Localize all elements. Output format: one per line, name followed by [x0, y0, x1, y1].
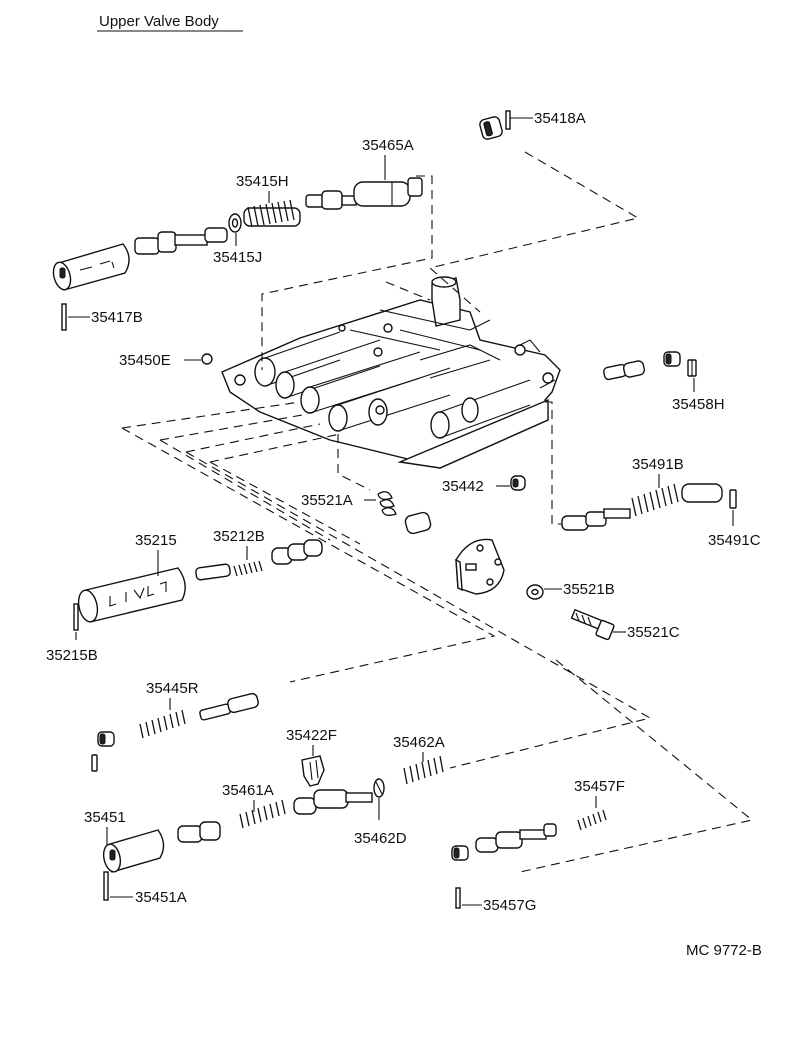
clip-35422F: [301, 755, 325, 787]
valve-35457F: [475, 823, 557, 853]
spring-35462A: [403, 755, 444, 785]
diagram-title: Upper Valve Body: [99, 13, 219, 30]
label-35461A: 35461A: [222, 782, 274, 799]
pin-35491C: [729, 489, 737, 509]
pin-35458H: [687, 359, 697, 377]
sleeve-35215: [77, 567, 186, 623]
plug-35418A: [479, 116, 503, 140]
valve-35461A: [239, 789, 373, 829]
plunger-35521A: [404, 511, 432, 535]
label-35491B: 35491B: [632, 456, 684, 473]
plug-35457F: [451, 845, 469, 861]
label-35445R: 35445R: [146, 680, 199, 697]
figure-code: MC 9772-B: [686, 942, 762, 959]
sleeve-upper-left: [52, 243, 130, 291]
plug-upper-right: [663, 351, 681, 367]
valve-35212B: [195, 539, 323, 581]
label-35462A: 35462A: [393, 734, 445, 751]
washer-35521B: [526, 584, 544, 600]
valve-35491B: [561, 483, 723, 531]
washer-35415J: [228, 213, 242, 233]
retainer-35462D: [373, 778, 385, 798]
label-35415J: 35415J: [213, 249, 262, 266]
label-35422F: 35422F: [286, 727, 337, 744]
check-ball-35450E: [201, 353, 213, 365]
label-35491C: 35491C: [708, 532, 761, 549]
pin-35451A: [103, 871, 109, 901]
label-35451: 35451: [84, 809, 126, 826]
spool-upper-left: [134, 227, 228, 255]
label-35450E: 35450E: [119, 352, 171, 369]
label-35212B: 35212B: [213, 528, 265, 545]
label-35442: 35442: [442, 478, 484, 495]
plug-35445R: [97, 731, 115, 747]
accumulator-plate: [455, 538, 505, 595]
valve-35465A: [305, 177, 423, 210]
label-35215B: 35215B: [46, 647, 98, 664]
label-35418A: 35418A: [534, 110, 586, 127]
spring-35521A: [377, 491, 397, 516]
sleeve-35451: [102, 829, 165, 873]
pin-35445R: [91, 754, 98, 772]
label-35417B: 35417B: [91, 309, 143, 326]
spring-35415H: [243, 199, 301, 228]
label-35521B: 35521B: [563, 581, 615, 598]
pin-35457G: [455, 887, 461, 909]
pin-35417B: [61, 303, 67, 331]
label-35451A: 35451A: [135, 889, 187, 906]
label-35521C: 35521C: [627, 624, 680, 641]
spool-upper-right: [603, 360, 646, 381]
assembly-guide-lines: [121, 151, 754, 873]
spool-lower-left: [177, 821, 221, 843]
upper-valve-body-casting: [221, 276, 561, 469]
pin-35215B: [73, 603, 79, 631]
plug-35442: [510, 475, 526, 491]
valve-35445R: [139, 692, 259, 739]
bolt-35521C: [570, 608, 615, 641]
pin-35418A: [505, 110, 511, 130]
label-35457F: 35457F: [574, 778, 625, 795]
spring-35457F: [577, 809, 607, 831]
label-35457G: 35457G: [483, 897, 536, 914]
label-35215: 35215: [135, 532, 177, 549]
label-35521A: 35521A: [301, 492, 353, 509]
label-35465A: 35465A: [362, 137, 414, 154]
label-35462D: 35462D: [354, 830, 407, 847]
label-35415H: 35415H: [236, 173, 289, 190]
label-35458H: 35458H: [672, 396, 725, 413]
